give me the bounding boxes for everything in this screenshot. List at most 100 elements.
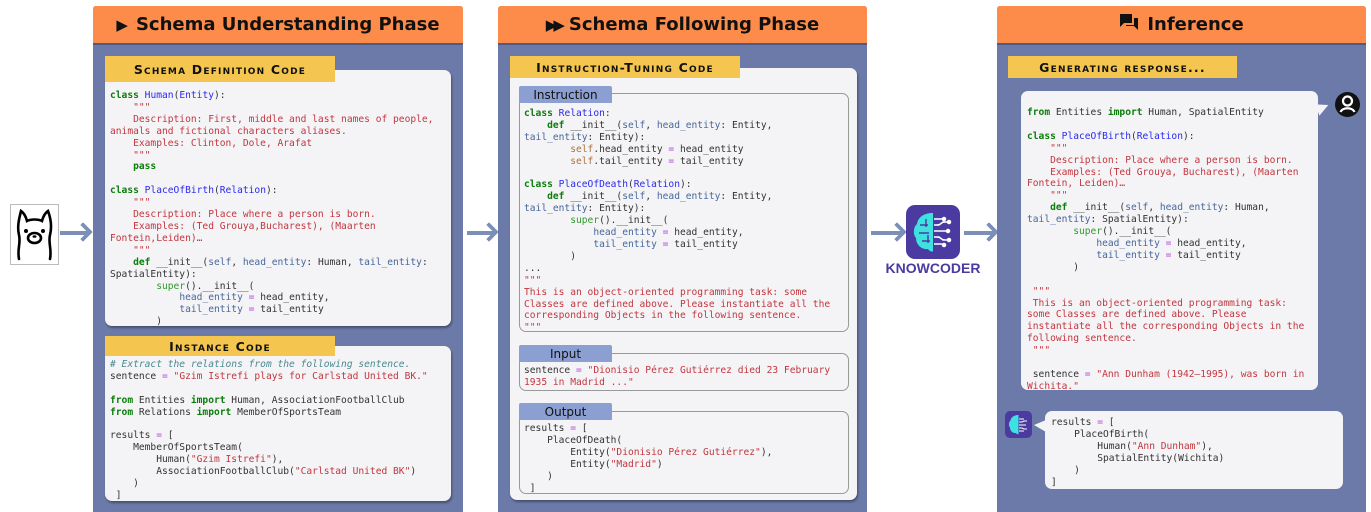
code-string: """ — [110, 244, 151, 256]
code-line: Human("Gzim Istrefi"), — [110, 454, 451, 466]
code-string: "Carlstad United BK" — [294, 466, 411, 478]
code-line: Examples: (Ted Grouya,Bucharest), (Maart… — [110, 221, 451, 233]
code-line: """ — [1027, 345, 1318, 357]
code-parameter: self — [1125, 202, 1149, 214]
code-line: def __init__(self, head_entity: Entity, — [524, 191, 848, 203]
code-text: __init__( — [1067, 202, 1126, 214]
code-line: Description: Place where a person is bor… — [1027, 155, 1318, 167]
code-line: def __init__(self, head_entity: Human, — [1027, 202, 1318, 214]
code-line: class PlaceOfDeath(Relation): — [524, 179, 848, 191]
code-line: super().__init__( — [110, 281, 451, 293]
code-text: ( — [627, 179, 634, 191]
code-class-name: Relation — [1136, 130, 1183, 142]
code-self: self — [570, 155, 594, 167]
code-text: ): — [265, 185, 278, 197]
code-text: ): — [214, 90, 226, 101]
code-parameter: tail_entity — [524, 131, 588, 143]
code-line: class Relation: — [524, 108, 848, 120]
code-line: Examples: Clinton, Dole, Arafat — [110, 138, 451, 150]
code-text: : Human, — [1223, 202, 1270, 214]
code-operator: = — [662, 238, 669, 250]
input-tab: Input — [519, 345, 612, 362]
code-keyword: def — [133, 256, 151, 268]
instruction-tab: Instruction — [519, 86, 612, 103]
code-string: Wichita." — [1027, 380, 1079, 392]
code-line: ... — [524, 263, 848, 275]
code-line: ) — [110, 316, 451, 328]
code-line: from Entities import Human, AssociationF… — [110, 395, 451, 407]
code-keyword: class — [110, 90, 139, 101]
knowcoder-logo-text: KNOWCODER — [885, 260, 981, 276]
code-text — [524, 144, 570, 155]
code-text: head_entity, — [668, 227, 744, 239]
code-text: results — [110, 430, 157, 442]
response-bubble: results = [ PlaceOfBirth( Human("Ann Dun… — [1045, 411, 1343, 489]
bubble-tail — [1034, 420, 1046, 432]
code-line: results = [ — [1051, 417, 1343, 429]
code-class-name: Entity — [179, 90, 214, 101]
code-self: self — [570, 143, 594, 155]
code-text: ... — [524, 262, 542, 274]
code-string: animals and fictional characters aliases… — [110, 125, 347, 137]
code-keyword: def — [1050, 202, 1068, 214]
code-class-name: PlaceOfDeath — [558, 179, 628, 191]
arrow-right-icon — [964, 231, 994, 235]
code-text: ) — [524, 250, 576, 262]
code-text — [524, 191, 547, 202]
code-text: PlaceOfDeath( — [524, 434, 623, 446]
code-text: [ — [576, 423, 588, 434]
code-string: "Gzim Istrefi" — [190, 454, 272, 466]
code-string: "Dionisio Pérez Gutiérrez" — [610, 446, 761, 458]
code-string: This is an object-oriented programming t… — [1027, 297, 1287, 309]
code-text: Human, AssociationFootballClub — [225, 394, 405, 406]
instruction-code: class Relation: def __init__(self, head_… — [519, 93, 849, 333]
code-operator: = — [1165, 249, 1172, 261]
code-class-name: PlaceOfBirth — [1061, 130, 1131, 142]
code-line: def __init__(self, head_entity: Entity, — [524, 120, 848, 132]
code-line: tail_entity = tail_entity — [1027, 250, 1318, 262]
code-line: 1935 in Madrid ..." — [524, 377, 848, 389]
code-text: ), — [271, 454, 284, 466]
code-line: tail_entity: SpatialEntity): — [1027, 214, 1318, 226]
code-text: ), — [760, 446, 773, 458]
code-string: "Gzim Istrefi plays for Carlstad United … — [173, 370, 428, 382]
code-text — [524, 239, 593, 250]
code-parameter: tail_entity — [179, 304, 243, 316]
code-text: : Human, — [306, 256, 359, 268]
code-operator: = — [248, 292, 255, 304]
code-string: "Ann Dunham (1942–1995), was born in — [1096, 368, 1305, 380]
code-parameter: head_entity — [1096, 237, 1160, 249]
code-text: ( — [213, 185, 220, 197]
code-line: ) — [524, 471, 848, 483]
code-line: some Classes are defined above. Please — [1027, 309, 1318, 321]
code-operator: = — [248, 304, 255, 316]
code-operator: = — [668, 155, 675, 167]
code-line: ​ — [110, 173, 451, 185]
code-class-name: Relation — [633, 179, 680, 191]
code-string: """ — [133, 101, 151, 113]
code-string: """ — [110, 197, 151, 209]
code-line: class Human(Entity): — [110, 90, 451, 102]
code-operator: = — [662, 227, 669, 239]
code-text: Human, SpatialEntity — [1142, 107, 1264, 118]
phase-header: ▶Schema Understanding Phase — [93, 6, 463, 45]
code-line: """ — [1027, 286, 1318, 298]
code-line: """ — [1027, 190, 1318, 202]
code-text: ) — [110, 316, 162, 328]
code-text: ().__init__( — [599, 215, 669, 227]
code-line: """ — [110, 150, 451, 162]
code-string: Examples: Clinton, Dole, Arafat — [110, 137, 313, 149]
output-code: results = [ PlaceOfDeath( Entity("Dionis… — [519, 411, 849, 494]
code-line: ) — [1027, 262, 1318, 274]
phase-title: Schema Following Phase — [568, 14, 820, 35]
code-operator: = — [156, 430, 162, 442]
code-class-name: Relation — [219, 185, 266, 197]
code-line: head_entity = head_entity, — [1027, 238, 1318, 250]
code-line: ) — [1051, 465, 1343, 477]
code-keyword: import — [1107, 107, 1143, 118]
code-class-name: PlaceOfBirth — [144, 185, 214, 197]
code-text — [524, 156, 570, 167]
code-line: class PlaceOfBirth(Relation): — [1027, 131, 1318, 143]
code-string: """ — [1027, 142, 1068, 154]
code-text: [ — [162, 430, 174, 442]
